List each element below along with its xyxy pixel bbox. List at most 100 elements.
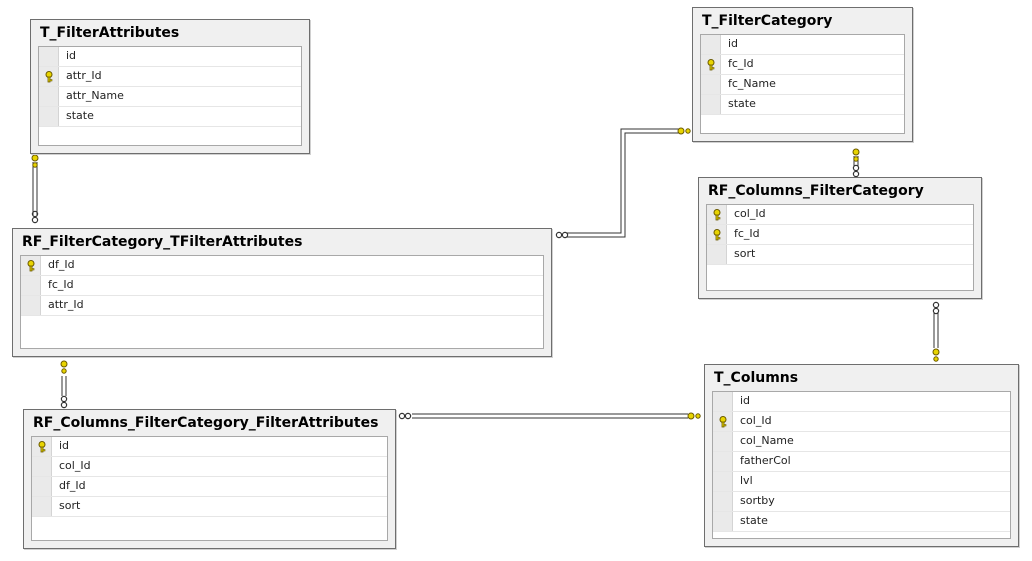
column-row[interactable]: id bbox=[32, 437, 387, 457]
row-selector[interactable] bbox=[39, 67, 59, 86]
row-selector[interactable] bbox=[39, 47, 59, 66]
table-rf-columns-filtercategory-filterattributes[interactable]: RF_Columns_FilterCategory_FilterAttribut… bbox=[23, 409, 396, 549]
table-rf-columns-filtercategory[interactable]: RF_Columns_FilterCategory col_Id fc_Id s… bbox=[698, 177, 982, 299]
column-row[interactable]: sortby bbox=[713, 492, 1010, 512]
key-end-icon bbox=[852, 148, 860, 162]
relation-filterattributes-tcolumns bbox=[412, 413, 688, 419]
column-name: state bbox=[728, 97, 756, 110]
primary-key-icon bbox=[707, 59, 715, 71]
column-row[interactable]: attr_Id bbox=[21, 296, 543, 316]
relation-tfilterattributes-filtercategory bbox=[566, 128, 680, 238]
row-selector[interactable] bbox=[713, 452, 733, 471]
row-selector[interactable] bbox=[701, 55, 721, 74]
infinity-end-icon bbox=[932, 301, 940, 315]
column-name: id bbox=[728, 37, 739, 50]
primary-key-icon bbox=[719, 416, 727, 428]
table-t-filterattributes[interactable]: T_FilterAttributes id attr_Id attr_Name … bbox=[30, 19, 310, 154]
row-selector[interactable] bbox=[713, 472, 733, 491]
table-t-filtercategory[interactable]: T_FilterCategory id fc_Id fc_Name state bbox=[692, 7, 913, 142]
row-selector[interactable] bbox=[713, 412, 733, 431]
column-name: state bbox=[66, 109, 94, 122]
column-row[interactable]: fc_Name bbox=[701, 75, 904, 95]
column-row[interactable]: state bbox=[39, 107, 301, 127]
column-name: state bbox=[740, 514, 768, 527]
row-selector[interactable] bbox=[32, 497, 52, 516]
row-selector[interactable] bbox=[39, 107, 59, 126]
column-name: attr_Id bbox=[48, 298, 84, 311]
column-row[interactable]: id bbox=[713, 392, 1010, 412]
column-name: df_Id bbox=[59, 479, 86, 492]
row-selector[interactable] bbox=[701, 95, 721, 114]
row-selector[interactable] bbox=[713, 432, 733, 451]
table-title[interactable]: RF_Columns_FilterCategory bbox=[708, 183, 924, 199]
row-selector[interactable] bbox=[701, 35, 721, 54]
row-selector[interactable] bbox=[32, 457, 52, 476]
column-row[interactable]: df_Id bbox=[32, 477, 387, 497]
column-row[interactable]: id bbox=[701, 35, 904, 55]
column-list: id attr_Id attr_Name state bbox=[38, 46, 302, 146]
row-selector[interactable] bbox=[21, 276, 41, 295]
primary-key-icon bbox=[713, 229, 721, 241]
row-selector[interactable] bbox=[713, 512, 733, 531]
column-name: sort bbox=[59, 499, 81, 512]
table-title[interactable]: T_FilterAttributes bbox=[40, 25, 180, 41]
column-name: col_Name bbox=[740, 434, 794, 447]
column-row[interactable]: attr_Name bbox=[39, 87, 301, 107]
column-list: id col_Id col_Name fatherCol lvl sortby … bbox=[712, 391, 1011, 539]
row-selector[interactable] bbox=[707, 225, 727, 244]
column-name: df_Id bbox=[48, 258, 75, 271]
table-rf-filtercategory-tfilterattributes[interactable]: RF_FilterCategory_TFilterAttributes df_I… bbox=[12, 228, 552, 357]
key-end-icon bbox=[31, 154, 39, 168]
column-row[interactable]: state bbox=[713, 512, 1010, 532]
column-name: attr_Id bbox=[66, 69, 102, 82]
key-end-icon bbox=[677, 127, 691, 135]
infinity-end-icon bbox=[555, 231, 569, 239]
primary-key-icon bbox=[45, 71, 53, 83]
column-row[interactable]: col_Id bbox=[707, 205, 973, 225]
row-selector[interactable] bbox=[701, 75, 721, 94]
table-title[interactable]: RF_Columns_FilterCategory_FilterAttribut… bbox=[33, 415, 379, 431]
column-row[interactable]: attr_Id bbox=[39, 67, 301, 87]
table-title[interactable]: T_Columns bbox=[714, 370, 799, 386]
column-row[interactable]: fc_Id bbox=[21, 276, 543, 296]
column-name: fc_Name bbox=[728, 77, 776, 90]
column-list: df_Id fc_Id attr_Id bbox=[20, 255, 544, 349]
column-row[interactable]: col_Name bbox=[713, 432, 1010, 452]
column-list: id col_Id df_Id sort bbox=[31, 436, 388, 541]
column-name: id bbox=[66, 49, 77, 62]
row-selector[interactable] bbox=[713, 492, 733, 511]
infinity-end-icon bbox=[31, 210, 39, 224]
row-selector[interactable] bbox=[32, 437, 52, 456]
infinity-end-icon bbox=[852, 164, 860, 178]
table-title[interactable]: RF_FilterCategory_TFilterAttributes bbox=[22, 234, 303, 250]
row-selector[interactable] bbox=[21, 256, 41, 275]
column-name: id bbox=[59, 439, 70, 452]
column-row[interactable]: fc_Id bbox=[701, 55, 904, 75]
column-list: col_Id fc_Id sort bbox=[706, 204, 974, 291]
column-row[interactable]: col_Id bbox=[713, 412, 1010, 432]
column-row[interactable]: lvl bbox=[713, 472, 1010, 492]
row-selector[interactable] bbox=[713, 392, 733, 411]
key-end-icon bbox=[60, 360, 68, 374]
column-row[interactable]: sort bbox=[32, 497, 387, 517]
column-row[interactable]: state bbox=[701, 95, 904, 115]
column-name: attr_Name bbox=[66, 89, 124, 102]
column-row[interactable]: sort bbox=[707, 245, 973, 265]
row-selector[interactable] bbox=[32, 477, 52, 496]
key-end-icon bbox=[687, 412, 701, 420]
column-row[interactable]: fatherCol bbox=[713, 452, 1010, 472]
column-row[interactable]: col_Id bbox=[32, 457, 387, 477]
column-row[interactable]: fc_Id bbox=[707, 225, 973, 245]
primary-key-icon bbox=[713, 209, 721, 221]
relation-tfilterattributes-filterattributes bbox=[61, 376, 67, 396]
column-list: id fc_Id fc_Name state bbox=[700, 34, 905, 134]
column-row[interactable]: id bbox=[39, 47, 301, 67]
row-selector[interactable] bbox=[707, 205, 727, 224]
row-selector[interactable] bbox=[707, 245, 727, 264]
row-selector[interactable] bbox=[21, 296, 41, 315]
row-selector[interactable] bbox=[39, 87, 59, 106]
table-title[interactable]: T_FilterCategory bbox=[702, 13, 833, 29]
table-t-columns[interactable]: T_Columns id col_Id col_Name fatherCol l… bbox=[704, 364, 1019, 547]
column-row[interactable]: df_Id bbox=[21, 256, 543, 276]
infinity-end-icon bbox=[60, 395, 68, 409]
